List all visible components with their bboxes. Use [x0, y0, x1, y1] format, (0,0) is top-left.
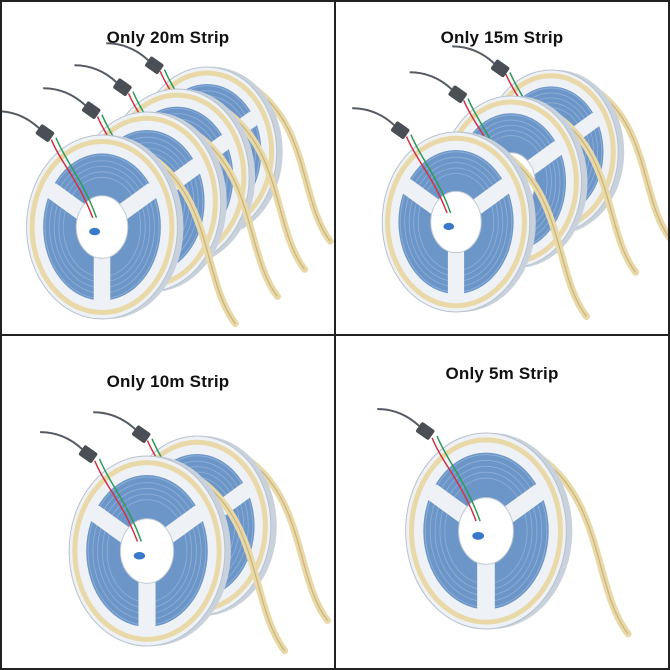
panel-15m: Only 15m Strip	[334, 0, 670, 336]
panel-10m: Only 10m Strip	[0, 334, 336, 670]
panel-5m: Only 5m Strip	[334, 334, 670, 670]
reel	[40, 431, 289, 655]
reel	[352, 107, 590, 320]
led-strip-reels-illustration	[2, 42, 334, 328]
panel-title: Only 5m Strip	[445, 364, 559, 383]
panel-title: Only 10m Strip	[106, 372, 230, 391]
led-strip-reels-illustration	[40, 411, 331, 655]
reel	[2, 110, 239, 328]
panel-20m: Only 20m Strip	[0, 0, 336, 336]
led-strip-reels-illustration	[352, 45, 668, 320]
panel-title: Only 15m Strip	[440, 28, 564, 47]
panel-title: Only 20m Strip	[106, 28, 230, 47]
led-strip-reels-illustration	[377, 408, 632, 638]
reel	[377, 408, 632, 638]
